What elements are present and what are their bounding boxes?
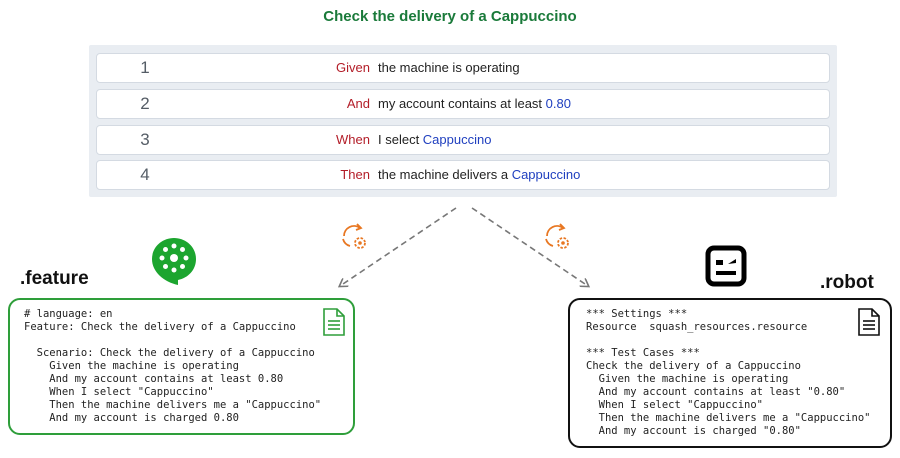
step-keyword: Then: [340, 167, 370, 182]
step-keyword: Given: [336, 60, 370, 75]
document-icon: [323, 308, 345, 336]
arrow-to-feature: [340, 207, 457, 286]
step-text: the machine delivers a Cappuccino: [378, 161, 580, 189]
step-param: Cappuccino: [422, 132, 492, 147]
document-icon: [858, 308, 880, 336]
feature-file-label: .feature: [20, 268, 89, 289]
step-text-plain: the machine delivers a: [378, 167, 512, 182]
steps-panel: 1 Given the machine is operating 2 And m…: [89, 45, 837, 197]
code-line: *** Test Cases ***: [586, 347, 700, 359]
code-line: Then the machine delivers me a "Cappucci…: [586, 412, 871, 424]
diagram-title: Check the delivery of a Cappuccino: [323, 8, 577, 25]
step-keyword: And: [346, 96, 370, 111]
step-keyword: When: [336, 132, 370, 147]
step-row: 4 Then the machine delivers a Cappuccino: [96, 160, 830, 190]
code-line: Given the machine is operating: [24, 360, 239, 372]
step-row: 2 And my account contains at least 0.80: [96, 89, 830, 119]
code-line: And my account is charged 0.80: [24, 412, 239, 424]
code-line: Then the machine delivers me a "Cappucci…: [24, 399, 322, 411]
robot-code: *** Settings ***Resource squash_resource…: [586, 308, 870, 438]
robot-code-box: *** Settings ***Resource squash_resource…: [568, 298, 892, 448]
cucumber-logo-icon: [152, 238, 196, 285]
code-line: And my account contains at least 0.80: [24, 373, 284, 385]
step-number: 3: [140, 130, 150, 149]
step-number: 2: [140, 94, 150, 113]
sync-gear-icon: [342, 223, 366, 249]
robot-framework-logo-icon: [705, 245, 747, 287]
code-line: [24, 334, 321, 347]
code-line: And my account contains at least "0.80": [586, 386, 846, 398]
code-line: Check the delivery of a Cappuccino: [586, 360, 801, 372]
code-line: *** Settings ***: [586, 308, 688, 320]
code-line: Given the machine is operating: [586, 373, 789, 385]
robot-file-label: .robot: [820, 272, 874, 293]
step-row: 3 When I select Cappuccino: [96, 125, 830, 155]
code-line: When I select "Cappuccino": [24, 386, 214, 398]
step-text-plain: my account contains at least: [378, 96, 546, 111]
step-number: 4: [140, 165, 150, 184]
code-line: Feature: Check the delivery of a Cappucc…: [24, 321, 296, 333]
step-text-plain: I select: [378, 132, 423, 147]
step-number: 1: [140, 58, 150, 77]
code-line: Scenario: Check the delivery of a Cappuc…: [24, 347, 315, 359]
sync-gear-icon: [545, 223, 569, 249]
code-line: # language: en: [24, 308, 113, 320]
step-param: 0.80: [545, 96, 571, 111]
arrow-to-robot: [471, 207, 588, 286]
step-text: I select Cappuccino: [378, 126, 491, 154]
step-text-plain: the machine is operating: [378, 60, 520, 75]
code-line: And my account is charged "0.80": [586, 425, 801, 437]
step-text: my account contains at least 0.80: [378, 90, 571, 118]
code-line: [586, 334, 870, 347]
code-line: Resource squash_resources.resource: [586, 321, 808, 333]
step-param: Cappuccino: [511, 167, 581, 182]
step-row: 1 Given the machine is operating: [96, 53, 830, 83]
step-text: the machine is operating: [378, 54, 520, 82]
code-line: When I select "Cappuccino": [586, 399, 764, 411]
